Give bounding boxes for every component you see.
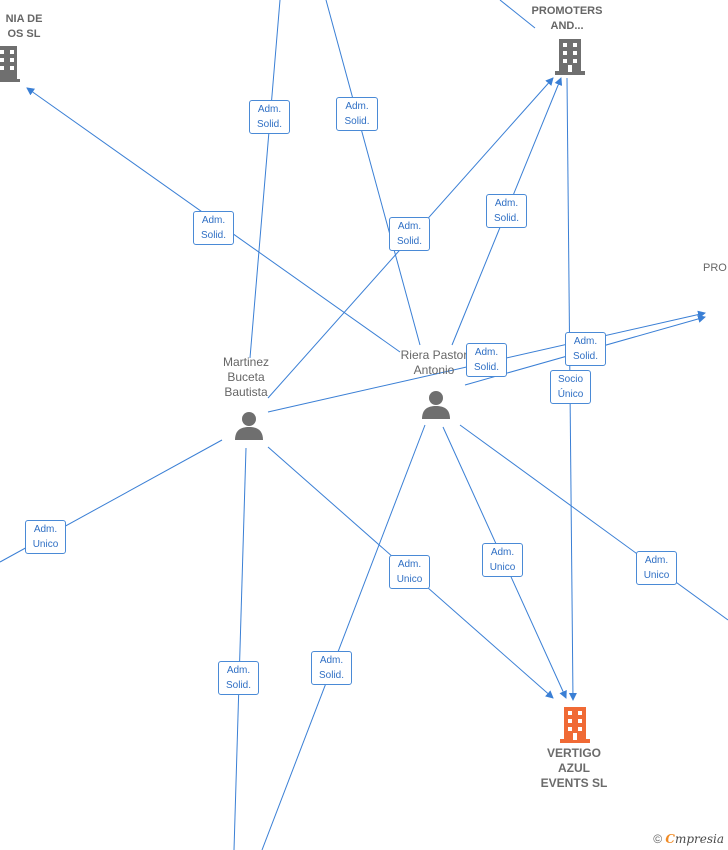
edge-label-line: Adm. — [494, 198, 519, 209]
edge-label-line: Adm. — [397, 221, 422, 232]
edge-martinez-bottom — [233, 447, 247, 850]
company-name-line: AND... — [550, 20, 584, 32]
edge-label-line: Adm. — [345, 101, 369, 112]
company-node-right[interactable]: PRO — [703, 261, 728, 276]
company-name-line: AZUL — [558, 761, 590, 775]
edge-label[interactable]: Adm. Unico — [636, 551, 677, 585]
edge-label[interactable]: Adm. Solid. — [565, 332, 606, 366]
person-icon[interactable] — [421, 389, 451, 419]
company-name-line: PROMOTERS — [531, 5, 603, 17]
person-name-line: Riera Pastor — [400, 348, 468, 362]
company-name-line: PRO — [703, 262, 727, 274]
edge-label[interactable]: Adm. Unico — [482, 543, 523, 577]
edge-label-line: Unico — [643, 570, 670, 581]
edge-label[interactable]: Adm. Solid. — [389, 217, 430, 251]
company-node-promoters[interactable]: PROMOTERS AND... — [522, 4, 612, 34]
edge-label-line: Adm. — [397, 559, 422, 570]
edge-label-line: Adm. — [257, 104, 282, 115]
edge-label[interactable]: Adm. Solid. — [249, 100, 290, 134]
edge-label-line: Solid. — [318, 670, 344, 681]
copyright-symbol: © — [653, 832, 663, 846]
edge-label-line: Adm. — [474, 347, 499, 358]
edge-label-line: Solid. — [344, 116, 370, 127]
edge-label-line: Solid. — [396, 236, 422, 247]
edge-label[interactable]: Adm. Unico — [25, 520, 66, 554]
company-name-line: OS SL — [7, 28, 41, 40]
edge-label-line: Adm. — [226, 665, 251, 676]
edge-label-line: Unico — [489, 562, 516, 573]
edge-martinez-top — [249, 0, 281, 359]
person-name-line: Buceta — [227, 370, 265, 384]
edge-label[interactable]: Adm. Solid. — [311, 651, 352, 685]
edge-label-line: Adm. — [573, 336, 598, 347]
edge-label-line: Solid. — [200, 230, 226, 241]
edge-label-line: Único — [557, 389, 584, 400]
edge-label-line: Unico — [396, 574, 423, 585]
empresia-logo: Cmpresia — [665, 832, 724, 846]
person-node-riera[interactable]: Riera Pastor Antonio — [390, 348, 478, 378]
edge-label-line: Solid. — [256, 119, 282, 130]
person-icon[interactable] — [234, 410, 264, 440]
edge-label-line: Solid. — [473, 362, 499, 373]
company-name-line: EVENTS SL — [540, 776, 608, 790]
empresia-footer[interactable]: © Cmpresia — [653, 832, 724, 846]
edge-label-line: Adm. — [201, 215, 226, 226]
edge-label-line: Solid. — [572, 351, 598, 362]
edge-label-line: Solid. — [225, 680, 251, 691]
edge-label[interactable]: Adm. Solid. — [193, 211, 234, 245]
edge-label[interactable]: Socio Único — [550, 370, 591, 404]
edge-label-line: Adm. — [644, 555, 669, 566]
edge-label[interactable]: Adm. Solid. — [336, 97, 378, 131]
edge-label[interactable]: Adm. Solid. — [218, 661, 259, 695]
edge-label-line: Adm. — [319, 655, 344, 666]
edge-label-line: Solid. — [493, 213, 519, 224]
edge-label[interactable]: Adm. Solid. — [466, 343, 507, 377]
person-name-line: Martinez — [222, 355, 269, 369]
building-icon[interactable] — [0, 46, 20, 82]
company-name-line: VERTIGO — [546, 746, 601, 760]
edge-label-line: Adm. — [490, 547, 515, 558]
edge-label[interactable]: Adm. Unico — [389, 555, 430, 589]
company-node-vertigo[interactable]: VERTIGO AZUL EVENTS SL — [524, 746, 624, 791]
company-node-top-left[interactable]: NIA DE OS SL — [0, 12, 54, 42]
person-name-line: Bautista — [224, 385, 268, 399]
edge-label-line: Socio — [557, 374, 583, 385]
edge-riera-top — [325, 0, 421, 346]
edge-label-line: Adm. — [33, 524, 58, 535]
main-company-building-icon[interactable] — [560, 707, 590, 743]
edge-riera-bottom — [261, 424, 426, 850]
edge-label-line: Unico — [32, 539, 59, 550]
edge-label[interactable]: Adm. Solid. — [486, 194, 527, 228]
company-name-line: NIA DE — [5, 13, 43, 25]
building-icon[interactable] — [555, 39, 585, 75]
edge-riera-bottomright — [459, 424, 728, 621]
person-name-line: Antonio — [413, 363, 455, 377]
edge-top-promoters — [499, 0, 536, 29]
person-node-martinez[interactable]: Martinez Buceta Bautista — [206, 355, 286, 400]
